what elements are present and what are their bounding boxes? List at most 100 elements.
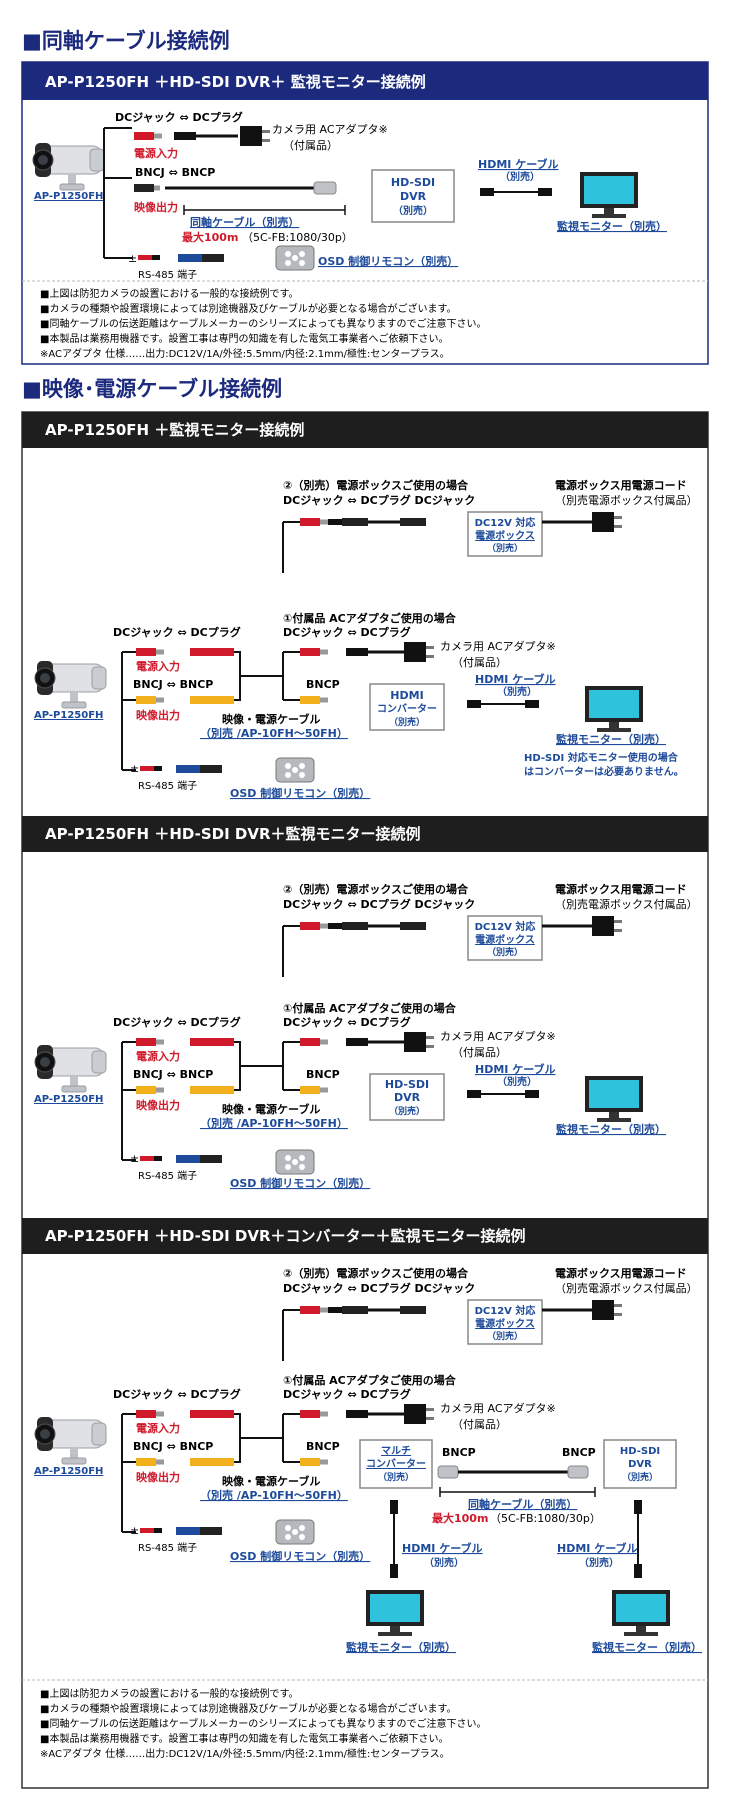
remote-icon xyxy=(275,245,315,271)
p2-vp-model: （別売 /AP-10FH～50FH） xyxy=(200,726,348,740)
bnc-label: BNCJ ⇔ BNCP xyxy=(135,166,215,179)
p2-dc12v: DC12V 対応 xyxy=(475,516,536,529)
dvr-hdsdi: HD-SDI xyxy=(391,176,435,189)
rs485-plug-icon xyxy=(178,254,202,262)
p4-hdsdi: HD-SDI xyxy=(620,1446,660,1457)
p3-cord-label: 電源ボックス用電源コード xyxy=(555,882,687,896)
hdmi-sold: （別売） xyxy=(500,170,540,183)
p4-opt2-sub: DCジャック ⇔ DCプラグ DCジャック xyxy=(283,1281,475,1295)
p3-vp-cable: 映像・電源ケーブル xyxy=(222,1102,320,1116)
note-2-1: ■上図は防犯カメラの設置における一般的な接続例です。 xyxy=(40,1687,298,1700)
p3-rs485: RS-485 端子 xyxy=(138,1169,197,1182)
p4-hdmi-right-label: HDMI ケーブル xyxy=(557,1541,638,1555)
dvr-sold: （別売） xyxy=(393,204,433,217)
ac-adapter-label: カメラ用 ACアダプタ※ xyxy=(272,122,388,136)
camera-label: AP-P1250FH xyxy=(34,191,103,202)
p3-power-box xyxy=(467,915,543,961)
monitor-label: 監視モニター（別売） xyxy=(557,219,667,233)
p2-pm: ± xyxy=(130,762,139,775)
panel-4-header xyxy=(22,1218,708,1254)
power-in-label: 電源入力 xyxy=(134,146,178,160)
p2-note-2: はコンバーターは必要ありません。 xyxy=(524,765,684,778)
p4-converter: コンバーター xyxy=(366,1458,426,1470)
p4-included: （付属品） xyxy=(452,1418,507,1431)
panel-3-header xyxy=(22,816,708,852)
panel-1-title: AP-P1250FH ＋HD-SDI DVR＋ 監視モニター接続例 xyxy=(45,73,426,91)
p4-converter-sold: （別売） xyxy=(378,1471,414,1483)
p3-cord-sub: （別売電源ボックス付属品） xyxy=(555,897,698,911)
p3-camera-label: AP-P1250FH xyxy=(34,1094,103,1105)
p2-hdmi: HDMI xyxy=(390,689,423,702)
p3-hdmi-cable-label: HDMI ケーブル xyxy=(475,1062,556,1076)
p3-opt2-title: ②（別売）電源ボックスご使用の場合 xyxy=(283,882,469,896)
p3-vp-model: （別売 /AP-10FH～50FH） xyxy=(200,1116,348,1130)
p4-coax-spec: （5C-FB:1080/30p） xyxy=(490,1512,601,1525)
p4-dc-label: DCジャック ⇔ DCプラグ xyxy=(113,1387,241,1401)
notes-1: ■上図は防犯カメラの設置における一般的な接続例です。 ■カメラの種類や設置環境に… xyxy=(40,287,486,360)
p4-coax-label: 同軸ケーブル（別売） xyxy=(468,1497,577,1511)
note-2-4: ■本製品は業務用機器です。設置工事は専門の知識を有した電気工事業者へご依頼下さい… xyxy=(40,1732,448,1745)
note-1-1: ■上図は防犯カメラの設置における一般的な接続例です。 xyxy=(40,287,298,300)
p2-cord-label: 電源ボックス用電源コード xyxy=(555,478,687,492)
p3-ac-label: カメラ用 ACアダプタ※ xyxy=(440,1029,556,1043)
p4-power-box-sold: （別売） xyxy=(487,1330,523,1342)
p2-camera-label: AP-P1250FH xyxy=(34,710,103,721)
p4-dvr: DVR xyxy=(628,1459,652,1470)
p3-power-box-sold: （別売） xyxy=(487,946,523,958)
p4-vp-model: （別売 /AP-10FH～50FH） xyxy=(200,1488,348,1502)
p3-dc-label: DCジャック ⇔ DCプラグ xyxy=(113,1015,241,1029)
hdmi-cable-label: HDMI ケーブル xyxy=(478,157,559,171)
p4-converter-box xyxy=(359,1439,433,1489)
p2-power-box-sold: （別売） xyxy=(487,542,523,554)
note-1-3: ■同軸ケーブルの伝送距離はケーブルメーカーのシリーズによっても異なりますのでご注… xyxy=(40,317,486,330)
p4-vp-cable: 映像・電源ケーブル xyxy=(222,1474,320,1488)
panel-1 xyxy=(21,61,709,365)
p3-monitor-label: 監視モニター（別売） xyxy=(556,1122,666,1136)
p4-opt2-title: ②（別売）電源ボックスご使用の場合 xyxy=(283,1266,469,1280)
p2-opt1-sub: DCジャック ⇔ DCプラグ xyxy=(283,625,411,639)
p3-dvr-box xyxy=(369,1073,445,1121)
p2-note-1: HD-SDI 対応モニター使用の場合 xyxy=(524,751,679,764)
p3-power-box-label: 電源ボックス xyxy=(475,933,535,946)
p3-opt1-sub: DCジャック ⇔ DCプラグ xyxy=(283,1015,411,1029)
notes-2: ■上図は防犯カメラの設置における一般的な接続例です。 ■カメラの種類や設置環境に… xyxy=(40,1687,486,1760)
p4-hdmi-right-sold: （別売） xyxy=(579,1556,619,1569)
panel-2-title: AP-P1250FH ＋監視モニター接続例 xyxy=(45,421,304,439)
panel-4-title: AP-P1250FH ＋HD-SDI DVR＋コンバーター＋監視モニター接続例 xyxy=(45,1227,526,1245)
p4-power-in: 電源入力 xyxy=(136,1421,180,1435)
note-2-5: ※ACアダプタ 仕様……出力:DC12V/1A/外径:5.5mm/内径:2.1m… xyxy=(40,1747,450,1760)
p2-converter-box xyxy=(369,683,445,731)
p3-dvr-sold: （別売） xyxy=(389,1105,425,1117)
p4-hdmi-left-label: HDMI ケーブル xyxy=(402,1541,483,1555)
p4-camera-label: AP-P1250FH xyxy=(34,1466,103,1477)
p2-power-box-label: 電源ボックス xyxy=(475,529,535,542)
p3-opt1-title: ①付属品 ACアダプタご使用の場合 xyxy=(283,1001,457,1015)
osd-remote-label: OSD 制御リモコン（別売） xyxy=(318,254,458,268)
p4-pm: ± xyxy=(130,1524,139,1537)
p2-opt1-title: ①付属品 ACアダプタご使用の場合 xyxy=(283,611,457,625)
p4-power-box-label: 電源ボックス xyxy=(475,1317,535,1330)
p2-rs485: RS-485 端子 xyxy=(138,779,197,792)
p2-bnc-label: BNCJ ⇔ BNCP xyxy=(133,678,213,691)
rs485-label: RS-485 端子 xyxy=(138,268,197,281)
note-1-4: ■本製品は業務用機器です。設置工事は専門の知識を有した電気工事業者へご依頼下さい… xyxy=(40,332,448,345)
p2-opt2-title: ②（別売）電源ボックスご使用の場合 xyxy=(283,478,469,492)
p4-cord-sub: （別売電源ボックス付属品） xyxy=(555,1281,698,1295)
p2-dc-label: DCジャック ⇔ DCプラグ xyxy=(113,625,241,639)
p2-video-out: 映像出力 xyxy=(136,708,180,722)
p2-vp-cable: 映像・電源ケーブル xyxy=(222,712,320,726)
p2-hdmi-sold: （別売） xyxy=(497,685,537,698)
p4-hdmi-left-sold: （別売） xyxy=(424,1556,464,1569)
p4-dc12v: DC12V 対応 xyxy=(475,1304,536,1317)
p2-power-in: 電源入力 xyxy=(136,659,180,673)
p4-max100: 最大100m xyxy=(432,1511,488,1525)
p3-dvr: DVR xyxy=(394,1091,421,1104)
p2-opt2-sub: DCジャック ⇔ DCプラグ DCジャック xyxy=(283,493,475,507)
note-2-3: ■同軸ケーブルの伝送距離はケーブルメーカーのシリーズによっても異なりますのでご注… xyxy=(40,1717,486,1730)
coax-spec-label: （5C-FB:1080/30p） xyxy=(242,231,353,244)
p4-cord-label: 電源ボックス用電源コード xyxy=(555,1266,687,1280)
coax-cable-label: 同軸ケーブル（別売） xyxy=(190,215,299,229)
p3-bnc-label: BNCJ ⇔ BNCP xyxy=(133,1068,213,1081)
p3-pm: ± xyxy=(130,1152,139,1165)
panel-3-title: AP-P1250FH ＋HD-SDI DVR＋監視モニター接続例 xyxy=(45,825,421,843)
